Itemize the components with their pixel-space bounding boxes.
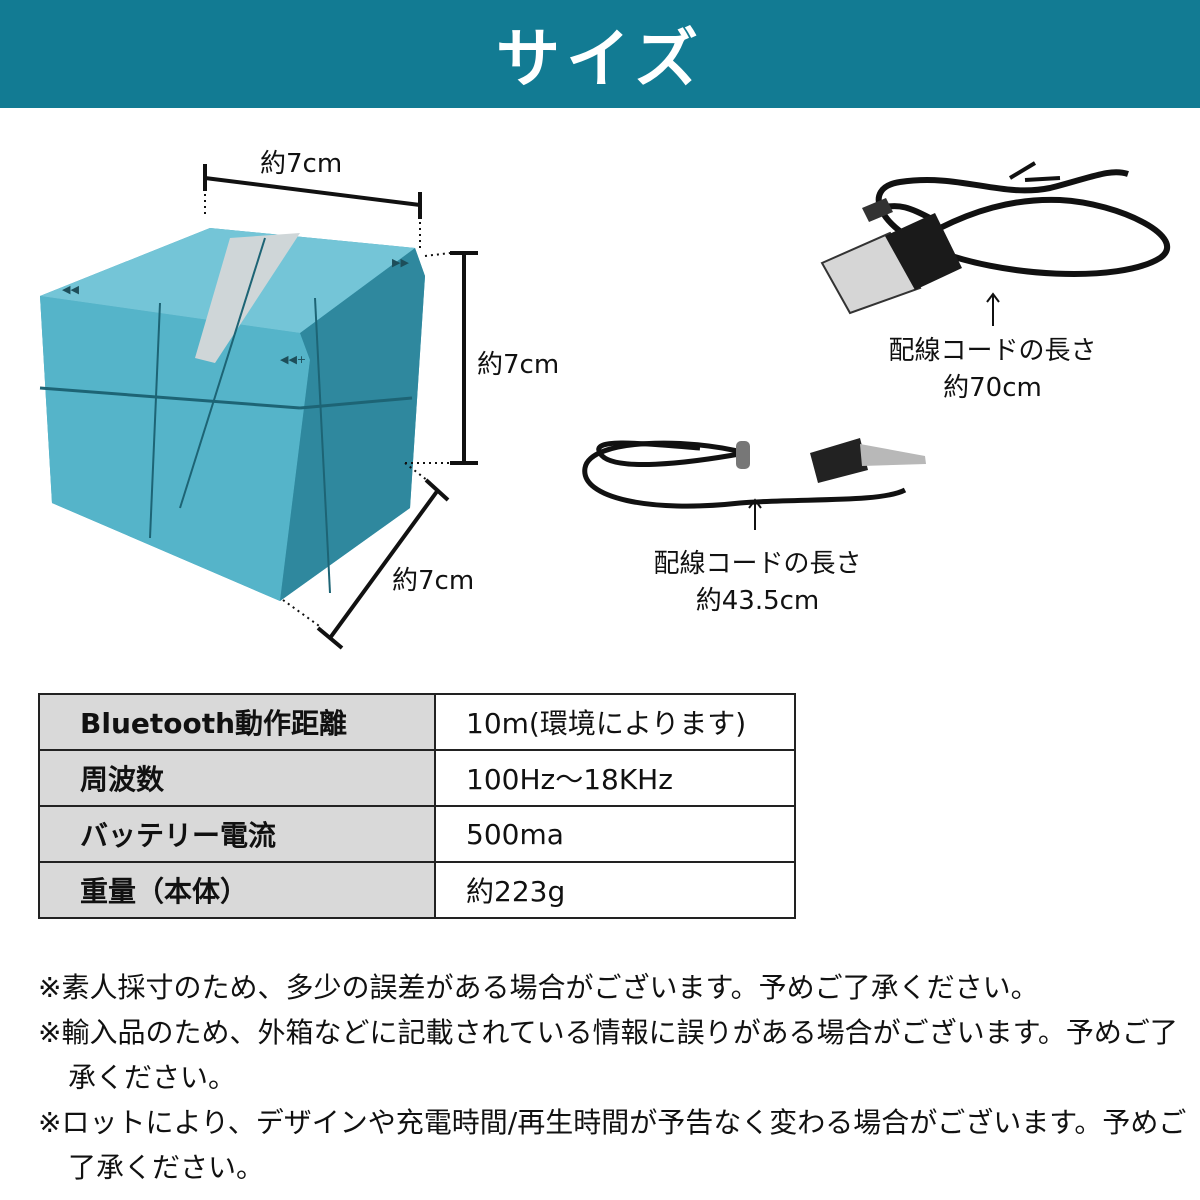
depth-label: 約7cm [392,566,475,596]
spec-label: 周波数 [38,749,436,807]
arrows [748,292,1000,530]
table-row: バッテリー電流 500ma [38,805,796,863]
spec-label: Bluetooth動作距離 [38,693,436,751]
cable-caption-label: 配線コードの長さ [653,549,862,579]
spec-value: 100Hz～18KHz [434,749,796,807]
note-item: ※素人採寸のため、多少の誤差がある場合がございます。予めご了承ください。 [38,971,1039,1004]
aux-cable-image [582,438,926,509]
aux-cable-caption: 配線コードの長さ 約43.5cm [625,546,890,620]
product-illustration: ◀◀ ◀◀+ ▶▶ [39,161,1171,650]
spec-value: 約223g [434,861,796,919]
svg-text:◀◀+: ◀◀+ [280,353,306,366]
spec-value: 500ma [434,805,796,863]
cable-length: 約43.5cm [695,586,820,616]
page-title: サイズ [495,23,705,97]
dimension-lines [203,164,478,650]
table-row: 重量（本体） 約223g [38,861,796,919]
note-item: ※ロットにより、デザインや充電時間/再生時間が予告なく変わる場合がございます。予… [38,1106,1187,1184]
title-banner: サイズ [0,0,1200,108]
spec-label: バッテリー電流 [38,805,436,863]
width-label: 約7cm [260,149,343,179]
spec-value: 10m(環境によります) [434,693,796,751]
speaker-cube-image: ◀◀ ◀◀+ ▶▶ [39,228,425,601]
size-figure: ◀◀ ◀◀+ ▶▶ [0,108,1200,668]
svg-text:◀◀: ◀◀ [62,283,79,296]
notes: ※素人採寸のため、多少の誤差がある場合がございます。予めご了承ください。 ※輸入… [38,965,1188,1190]
cable-caption-label: 配線コードの長さ [888,336,1097,366]
spec-table: Bluetooth動作距離 10m(環境によります) 周波数 100Hz～18K… [38,693,796,919]
height-label: 約7cm [477,350,560,380]
note-item: ※輸入品のため、外箱などに記載されている情報に誤りがある場合がございます。予めご… [38,1016,1178,1094]
table-row: Bluetooth動作距離 10m(環境によります) [38,693,796,751]
svg-text:▶▶: ▶▶ [392,256,409,269]
cable-length: 約70cm [943,373,1042,403]
table-row: 周波数 100Hz～18KHz [38,749,796,807]
usb-cable-caption: 配線コードの長さ 約70cm [860,333,1125,407]
usb-cable-image [820,161,1171,315]
spec-label: 重量（本体） [38,861,436,919]
